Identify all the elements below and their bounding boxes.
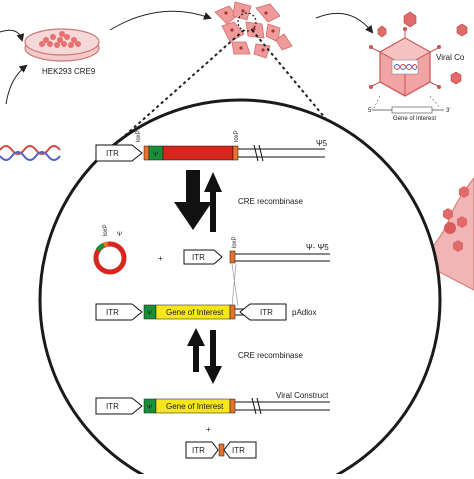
arrow-dish-to-cells (109, 10, 212, 31)
psi-psi5-label: Ψ- Ψ5 (306, 243, 329, 252)
break-mark-1b (258, 144, 264, 162)
loxp-box-2 (229, 250, 236, 264)
itr-label-5a: ITR (192, 446, 205, 455)
itr-label-2: ITR (192, 253, 205, 262)
loxp-box-4 (229, 398, 236, 414)
cre-recombinase-label-2: CRE recombinase (238, 351, 303, 360)
construct-row-2: ITR loxP Ψ- Ψ5 (183, 236, 330, 265)
loxp-box-5 (218, 443, 225, 457)
loxp-box-1a (143, 145, 150, 161)
gene-of-interest-label-3: Gene of Interest (166, 308, 224, 317)
psi-label-1: Ψ (153, 152, 158, 158)
small-virus-icons (377, 11, 468, 85)
loxp-label-plasmid: loxP (103, 224, 109, 236)
break-mark-4a (251, 397, 257, 415)
psi5-label: Ψ5 (316, 139, 328, 148)
mini-gene-of-interest-label: Gene of Interest (393, 116, 436, 122)
terminal-5-label: 5' (368, 108, 372, 114)
mini-gene-box (391, 106, 433, 114)
padlox-label: pAdlox (292, 308, 316, 317)
loxp-box-1b (232, 145, 239, 161)
zoom-circle-small (237, 12, 257, 32)
loxp-label-2: loxP (232, 236, 238, 248)
loxp-label-1a: loxP (136, 130, 142, 142)
cell-nuclei (224, 9, 275, 52)
projection-line-left (119, 29, 245, 141)
crossover-line-a (231, 263, 239, 307)
viral-construct-label: Viral Construct (276, 391, 329, 400)
construct-row-4: ITR Ψ Gene of Interest Viral Construct (95, 391, 330, 415)
loxp-box-3 (229, 304, 236, 320)
plus-sign-2: + (206, 425, 211, 434)
terminal-3-label: 3' (446, 108, 450, 114)
callout-line-left (373, 95, 381, 109)
gene-of-interest-label-4: Gene of Interest (166, 402, 224, 411)
plus-sign-1: + (158, 254, 163, 263)
construct-row-5: ITR ITR (185, 441, 257, 459)
stuffer-red-cassette (162, 145, 234, 161)
viral-construct-top-label: Viral Co (436, 53, 465, 62)
itr-label-1: ITR (106, 149, 119, 158)
crossover-line-b (231, 263, 237, 307)
zoom-circle (38, 98, 442, 479)
itr-label-3a: ITR (106, 308, 119, 317)
cre-recombinase-label-1: CRE recombinase (238, 197, 303, 206)
psi-label-4: Ψ (147, 405, 152, 411)
psi-label-3: Ψ (147, 311, 152, 317)
excised-plasmid: loxP Ψ (93, 224, 127, 275)
culture-dish (24, 28, 100, 62)
itr-label-4: ITR (106, 402, 119, 411)
arrow-into-dish (0, 29, 25, 42)
construct-row-3: ITR Ψ Gene of Interest ITR pAdlox (95, 303, 316, 321)
arrow-dna-to-dish (5, 64, 28, 105)
break-mark-4b (256, 397, 262, 415)
arrow-cells-to-virus (315, 12, 374, 34)
dna-strand-icon (0, 145, 61, 161)
itr-label-5b: ITR (232, 446, 245, 455)
construct-row-1: ITR Ψ loxP loxP Ψ5 (95, 130, 328, 162)
loxp-label-1b: loxP (234, 130, 240, 142)
callout-line-right (429, 95, 441, 109)
cell-line-label: HEK293 CRE9 (42, 67, 96, 76)
viral-capsid-icon (369, 27, 441, 97)
itr-label-3b: ITR (260, 308, 273, 317)
break-mark-1a (253, 144, 259, 162)
recombination-arrows-bottom (187, 328, 222, 384)
psi-label-plasmid: Ψ (117, 232, 122, 238)
recombination-arrows-top (174, 170, 222, 232)
